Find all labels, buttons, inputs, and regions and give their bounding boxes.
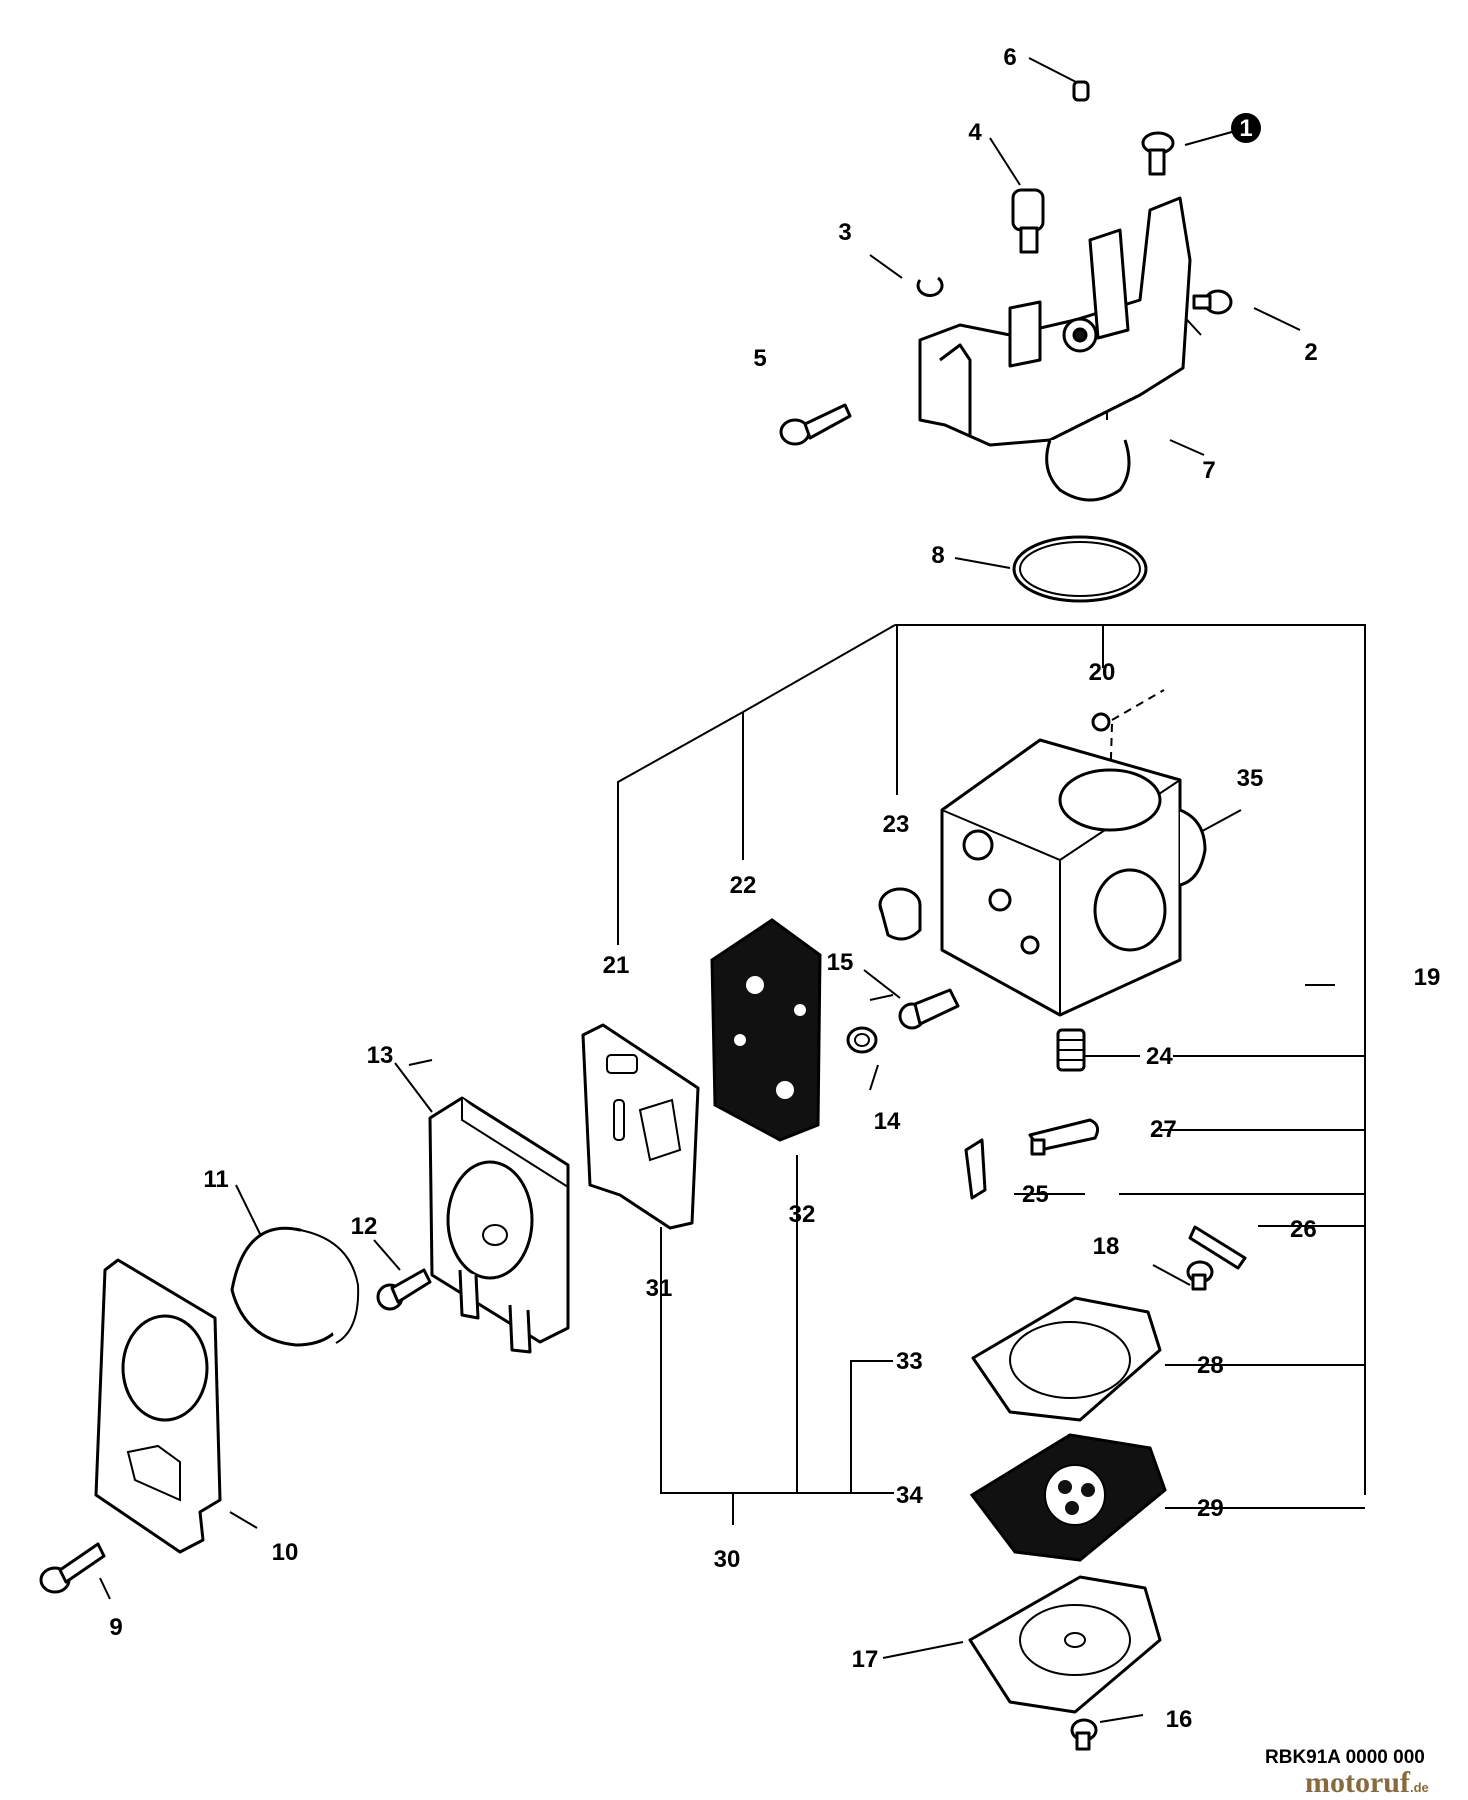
part-24-spring [1056, 1028, 1086, 1072]
callout-labels: 1 2 3 4 5 6 7 8 9 10 11 12 13 14 15 16 1… [109, 44, 1440, 1733]
callout-34: 34 [896, 1482, 923, 1509]
part-29-diaphragm [969, 1433, 1167, 1562]
callout-3: 3 [838, 219, 851, 246]
callout-1-circle [1231, 113, 1261, 143]
callout-33: 33 [896, 1348, 923, 1375]
callout-17: 17 [852, 1646, 879, 1673]
callout-23: 23 [883, 811, 910, 838]
callout-24: 24 [1146, 1043, 1173, 1070]
reference-code: RBK91A 0000 000 [1265, 1747, 1425, 1768]
part-14-cap [846, 1026, 878, 1054]
callout-19: 19 [1414, 964, 1441, 991]
part-21-gasket [581, 1023, 700, 1230]
callout-8: 8 [931, 542, 944, 569]
callout-35: 35 [1237, 765, 1264, 792]
callout-13: 13 [367, 1042, 394, 1069]
part-4-knob [1011, 188, 1045, 254]
part-8-oring [1012, 535, 1148, 603]
part-18-screw [1186, 1260, 1214, 1291]
part-23-filter [878, 887, 922, 941]
callout-4: 4 [968, 119, 982, 146]
part-7-housing [918, 196, 1192, 502]
watermark-logo: motoruf.de [1305, 1766, 1429, 1799]
part-26-pin [1188, 1225, 1247, 1270]
watermark-suffix: .de [1410, 1780, 1429, 1795]
part-2-screw [1192, 289, 1233, 315]
callout-21: 21 [603, 952, 630, 979]
callout-28: 28 [1197, 1352, 1224, 1379]
part-1-screw [1141, 131, 1175, 176]
callout-26: 26 [1290, 1216, 1317, 1243]
callout-25: 25 [1022, 1181, 1049, 1208]
part-35-carburetor-body [940, 738, 1207, 1017]
part-13-pump-body [428, 1096, 570, 1354]
callout-29: 29 [1197, 1495, 1224, 1522]
part-5-screw [779, 403, 852, 446]
callout-1: 1 [1239, 115, 1252, 142]
callout-9: 9 [109, 1614, 122, 1641]
callout-7: 7 [1202, 457, 1215, 484]
part-27-lever [1028, 1118, 1100, 1156]
part-10-plate [94, 1258, 222, 1554]
callout-11: 11 [203, 1166, 228, 1193]
callout-16: 16 [1166, 1706, 1193, 1733]
callout-2: 2 [1304, 339, 1317, 366]
part-20-ball [1091, 689, 1165, 791]
callout-15: 15 [827, 949, 854, 976]
svg-text:motoruf.de: motoruf.de [1305, 1766, 1429, 1799]
part-28-gasket [971, 1296, 1162, 1422]
callout-22: 22 [730, 872, 757, 899]
callout-27: 27 [1150, 1116, 1177, 1143]
callout-30: 30 [714, 1546, 741, 1573]
part-16-screw [1070, 1718, 1098, 1751]
callout-6: 6 [1003, 44, 1016, 71]
callout-18: 18 [1093, 1233, 1120, 1260]
callout-31: 31 [646, 1275, 673, 1302]
callout-10: 10 [272, 1539, 299, 1566]
part-15-screw [898, 988, 960, 1030]
part-17-cover [968, 1575, 1162, 1714]
callout-12: 12 [351, 1213, 378, 1240]
callout-20: 20 [1089, 659, 1116, 686]
callout-5: 5 [753, 345, 766, 372]
part-9-screw [39, 1542, 106, 1594]
part-12-screw [376, 1268, 432, 1311]
part-22-gasket [710, 918, 822, 1142]
watermark-text: motoruf [1305, 1766, 1411, 1799]
part-11-primer-bulb [230, 1226, 360, 1347]
part-6-cap [1072, 80, 1090, 102]
callout-32: 32 [789, 1201, 816, 1228]
callout-14: 14 [874, 1108, 901, 1135]
part-3-clip [916, 276, 944, 297]
part-25-needle [964, 1138, 987, 1200]
